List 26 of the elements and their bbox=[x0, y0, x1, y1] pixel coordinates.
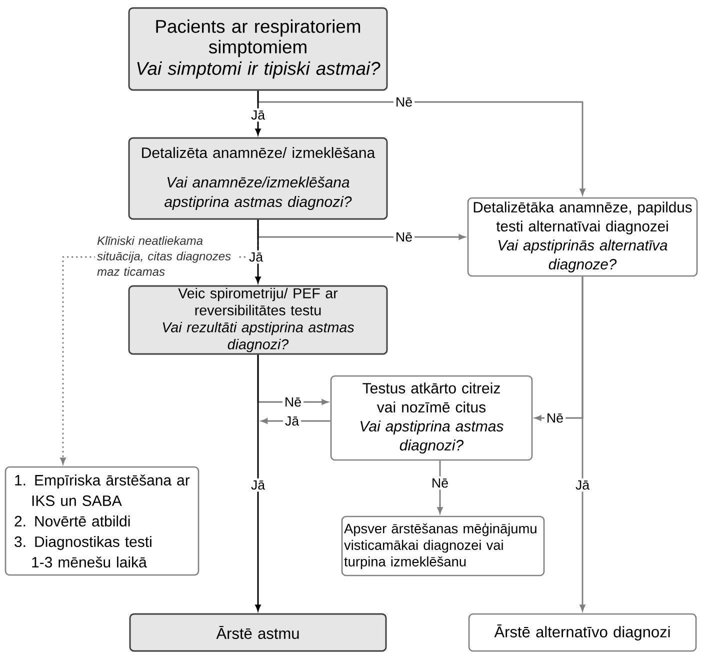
arrow bbox=[437, 460, 443, 514]
process-box: Apsver ārstēšanas mēģinājumu visticamākai diagnozei vai turpina izmeklēšanu bbox=[341, 516, 545, 576]
process-box: Pacients ar respiratoriem simptomiem Vai simptomi ir tipiski astmai? bbox=[128, 7, 388, 91]
process-box: Detalizētāka anamnēze, papildus testi alternatīvai diagnozei Vai apstiprinās alternatīva diagnoze? bbox=[467, 197, 698, 277]
arrow bbox=[580, 276, 586, 612]
edge-label: Nē bbox=[393, 230, 415, 244]
arrow bbox=[255, 354, 261, 612]
edge-label: Jā bbox=[248, 478, 268, 492]
arrow bbox=[261, 418, 330, 424]
arrow bbox=[255, 220, 261, 284]
process-box: 1. Empīriska ārstēšana ar IKS un SABA 2. Novērtē atbildi 3. Diagnostikas testi 1-3 mēnešu laikā bbox=[4, 466, 200, 576]
process-box: Veic spirometriju/ PEF ar reversibilitātes testu Vai rezultāti apstiprina astmas diagnozi? bbox=[128, 285, 388, 355]
process-box: Ārstē astmu bbox=[129, 613, 387, 652]
process-box: Testus atkārto citreiz vai nozīmē citus Vai apstiprina astmas diagnozi? bbox=[330, 375, 533, 461]
edge-label: Jā bbox=[248, 108, 268, 122]
edge-label: Nē bbox=[429, 476, 451, 490]
edge-label: Jā bbox=[246, 250, 266, 264]
process-box: Ārstē alternatīvo diagnozi bbox=[468, 613, 697, 652]
edge-label: Nē bbox=[393, 95, 415, 109]
process-box: Detalizēta anamnēze/ izmeklēšana Vai anamnēze/izmeklēšana apstiprina astmas diagnozi? bbox=[128, 137, 388, 220]
edge-label: Jā bbox=[282, 414, 302, 428]
edge-label: Jā bbox=[573, 478, 592, 492]
edge-label: Klīniski neatliekama situācija, citas diagnozes maz ticamas bbox=[95, 234, 239, 278]
edge-label: Nē bbox=[282, 395, 304, 409]
arrow bbox=[255, 90, 261, 136]
edge-label: Nē bbox=[544, 411, 566, 425]
